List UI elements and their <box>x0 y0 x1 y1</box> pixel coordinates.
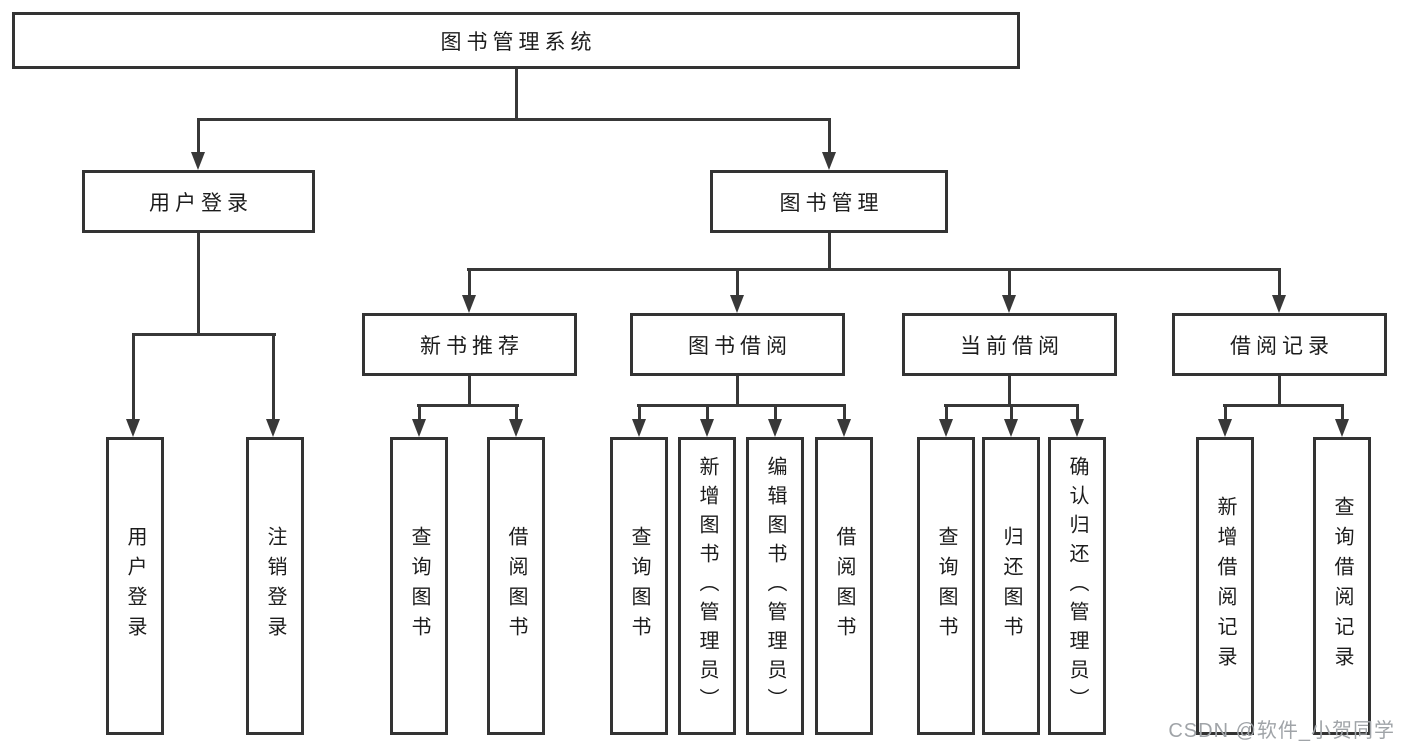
arrow-down-icon <box>700 419 714 437</box>
connector-drop <box>468 268 471 295</box>
arrow-down-icon <box>462 295 476 313</box>
leaf-add-borrow-record: 新增借阅记录 <box>1196 437 1254 735</box>
node-book-management: 图书管理 <box>710 170 948 233</box>
arrow-down-icon <box>822 152 836 170</box>
connector-drop <box>774 404 777 419</box>
connector-root-rail <box>197 118 831 121</box>
leaf-borrow-books-recommend: 借阅图书 <box>487 437 545 735</box>
leaf-label: 编辑图书（管理员） <box>764 455 786 717</box>
arrow-down-icon <box>509 419 523 437</box>
arrow-down-icon <box>412 419 426 437</box>
connector-drop <box>736 268 739 295</box>
connector-drop <box>638 404 641 419</box>
connector-book-mgmt-stem <box>828 233 831 270</box>
connector-bb-stem <box>736 376 739 406</box>
leaf-query-books-recommend: 查询图书 <box>390 437 448 735</box>
leaf-edit-books-admin: 编辑图书（管理员） <box>746 437 804 735</box>
connector-drop <box>1224 404 1227 419</box>
leaf-label: 查询图书 <box>628 526 650 646</box>
csdn-watermark: CSDN @软件_小贺同学 <box>1168 720 1395 742</box>
arrow-down-icon <box>939 419 953 437</box>
node-book-borrowing: 图书借阅 <box>630 313 845 376</box>
connector-rec-stem <box>468 376 471 406</box>
connector-drop <box>1278 268 1281 295</box>
leaf-label: 用户登录 <box>124 526 146 646</box>
arrow-down-icon <box>1218 419 1232 437</box>
arrow-down-icon <box>1272 295 1286 313</box>
connector-drop <box>272 333 275 419</box>
node-new-book-recommendation: 新书推荐 <box>362 313 577 376</box>
connector-drop <box>828 118 831 152</box>
arrow-down-icon <box>730 295 744 313</box>
connector-book-mgmt-rail <box>467 268 1281 271</box>
leaf-label: 新增图书（管理员） <box>696 455 718 717</box>
connector-drop <box>197 118 200 152</box>
arrow-down-icon <box>1070 419 1084 437</box>
arrow-down-icon <box>768 419 782 437</box>
arrow-down-icon <box>266 419 280 437</box>
leaf-query-books-current: 查询图书 <box>917 437 975 735</box>
arrow-down-icon <box>126 419 140 437</box>
leaf-label: 借阅图书 <box>505 526 527 646</box>
leaf-borrow-books-borrowing: 借阅图书 <box>815 437 873 735</box>
leaf-return-books: 归还图书 <box>982 437 1040 735</box>
connector-bb-rail <box>637 404 846 407</box>
connector-rec-rail <box>417 404 519 407</box>
connector-drop <box>945 404 948 419</box>
connector-drop <box>418 404 421 419</box>
node-user-login: 用户登录 <box>82 170 315 233</box>
connector-drop <box>1341 404 1344 419</box>
leaf-label: 查询借阅记录 <box>1331 496 1353 676</box>
arrow-down-icon <box>837 419 851 437</box>
connector-drop <box>515 404 518 419</box>
leaf-query-borrow-record: 查询借阅记录 <box>1313 437 1371 735</box>
leaf-add-books-admin: 新增图书（管理员） <box>678 437 736 735</box>
leaf-user-login: 用户登录 <box>106 437 164 735</box>
connector-drop <box>1076 404 1079 419</box>
leaf-label: 借阅图书 <box>833 526 855 646</box>
leaf-label: 注销登录 <box>264 526 286 646</box>
connector-br-rail <box>1223 404 1344 407</box>
connector-cb-stem <box>1008 376 1011 406</box>
node-library-management-system: 图书管理系统 <box>12 12 1020 69</box>
leaf-logout-login: 注销登录 <box>246 437 304 735</box>
arrow-down-icon <box>1002 295 1016 313</box>
arrow-down-icon <box>1335 419 1349 437</box>
node-borrowing-records: 借阅记录 <box>1172 313 1387 376</box>
connector-root-stem <box>515 69 518 120</box>
connector-drop <box>132 333 135 419</box>
leaf-confirm-return-admin: 确认归还（管理员） <box>1048 437 1106 735</box>
leaf-label: 归还图书 <box>1000 526 1022 646</box>
connector-br-stem <box>1278 376 1281 406</box>
connector-drop <box>1010 404 1013 419</box>
connector-user-login-stem <box>197 233 200 335</box>
arrow-down-icon <box>191 152 205 170</box>
arrow-down-icon <box>632 419 646 437</box>
connector-drop <box>843 404 846 419</box>
leaf-query-books-borrowing: 查询图书 <box>610 437 668 735</box>
arrow-down-icon <box>1004 419 1018 437</box>
leaf-label: 查询图书 <box>408 526 430 646</box>
connector-user-login-rail <box>132 333 276 336</box>
connector-drop <box>706 404 709 419</box>
node-current-borrowing: 当前借阅 <box>902 313 1117 376</box>
connector-drop <box>1008 268 1011 295</box>
leaf-label: 确认归还（管理员） <box>1066 455 1088 717</box>
leaf-label: 查询图书 <box>935 526 957 646</box>
leaf-label: 新增借阅记录 <box>1214 496 1236 676</box>
